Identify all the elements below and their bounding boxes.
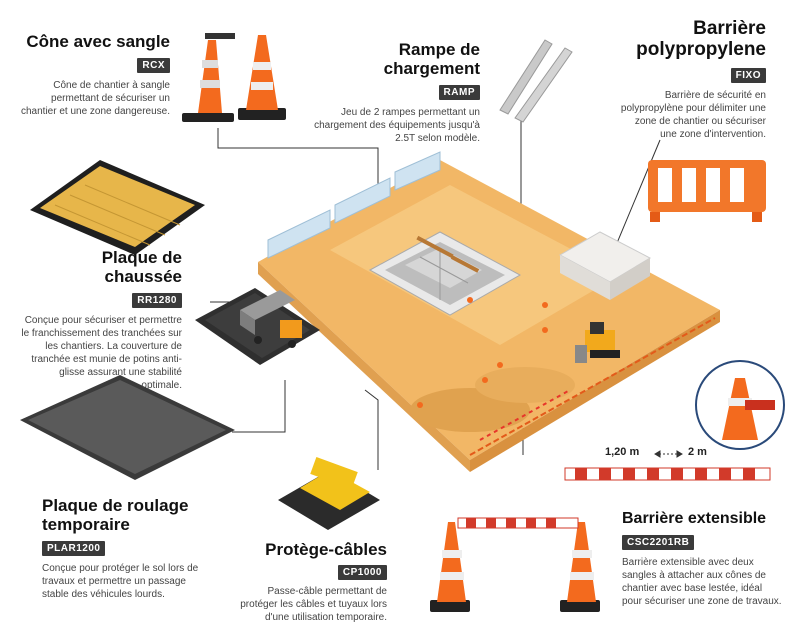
dimension-min: 1,20 m xyxy=(605,446,640,458)
extensible-title: Barrière extensible xyxy=(622,510,767,527)
truck xyxy=(240,290,302,348)
ramp-block: Rampe de chargement RAMP Jeu de 2 rampes… xyxy=(305,40,480,145)
extensible-block: Barrière extensible CSC2201RB Barrière e… xyxy=(622,510,784,608)
road-plate-description: Conçue pour sécuriser et permettre le fr… xyxy=(21,315,182,392)
barrier-pp-code-badge: FIXO xyxy=(730,67,766,83)
barrier-pp-description: Barrière de sécurité en polypropylène po… xyxy=(620,89,766,140)
extensible-barrier-image xyxy=(430,517,600,612)
cone-code-badge: RCX xyxy=(137,58,170,74)
cone-with-strap-image xyxy=(182,33,286,122)
road-plate-title: Plaque de chaussée xyxy=(101,248,182,287)
bulldozer xyxy=(575,322,620,363)
road-plate-image xyxy=(30,160,205,255)
ramp-image xyxy=(499,39,573,123)
rolling-plate-image xyxy=(20,375,235,480)
cone-block: Cône avec sangle RCX Cône de chantier à … xyxy=(20,32,170,118)
cable-protector-description: Passe-câble permettant de protéger les c… xyxy=(240,586,387,624)
white-building xyxy=(558,231,652,300)
workers xyxy=(417,297,548,408)
cable-protector-image xyxy=(278,457,380,530)
road-plate-code-badge: RR1280 xyxy=(132,293,182,309)
extensible-barrier-bar xyxy=(564,467,771,481)
rolling-plate-code-badge: PLAR1200 xyxy=(42,541,106,557)
rolling-plate-title-line2: temporaire xyxy=(42,515,130,535)
cone-title: Cône avec sangle xyxy=(26,32,170,51)
rolling-plate-block: Plaque de roulage temporaire PLAR1200 Co… xyxy=(42,496,207,601)
ramp-description: Jeu de 2 rampes permettant un chargement… xyxy=(314,107,480,145)
barrier-pp-block: Barrière polypropylene FIXO Barrière de … xyxy=(618,18,766,141)
barrier-pp-title-line2: polypropylene xyxy=(636,39,766,61)
ramp-title: Rampe de chargement xyxy=(383,40,480,79)
site-barrier-line xyxy=(469,317,716,456)
site-fences xyxy=(267,151,441,259)
cable-protector-title: Protège-câbles xyxy=(265,540,387,559)
cone-strap-closeup xyxy=(695,360,785,450)
cable-protector-block: Protège-câbles CP1000 Passe-câble permet… xyxy=(232,540,387,624)
extensible-code-badge: CSC2201RB xyxy=(622,534,695,550)
cable-protector-code-badge: CP1000 xyxy=(337,565,387,581)
ramp-code-badge: RAMP xyxy=(438,85,480,101)
building-foundation xyxy=(368,231,522,316)
barrier-pp-title-line1: Barrière xyxy=(693,18,766,39)
extensible-description: Barrière extensible avec deux sangles à … xyxy=(622,556,782,607)
rolling-plate-title-line1: Plaque de roulage xyxy=(42,496,189,515)
rolling-plate-description: Conçue pour protéger le sol lors de trav… xyxy=(42,563,199,601)
dimension-arrow xyxy=(654,450,683,458)
road-plate-block: Plaque de chaussée RR1280 Conçue pour sé… xyxy=(20,248,182,392)
plastic-barrier-image xyxy=(648,160,766,222)
dimension-max: 2 m xyxy=(688,446,707,458)
cone-description: Cône de chantier à sangle permettant de … xyxy=(21,80,170,118)
